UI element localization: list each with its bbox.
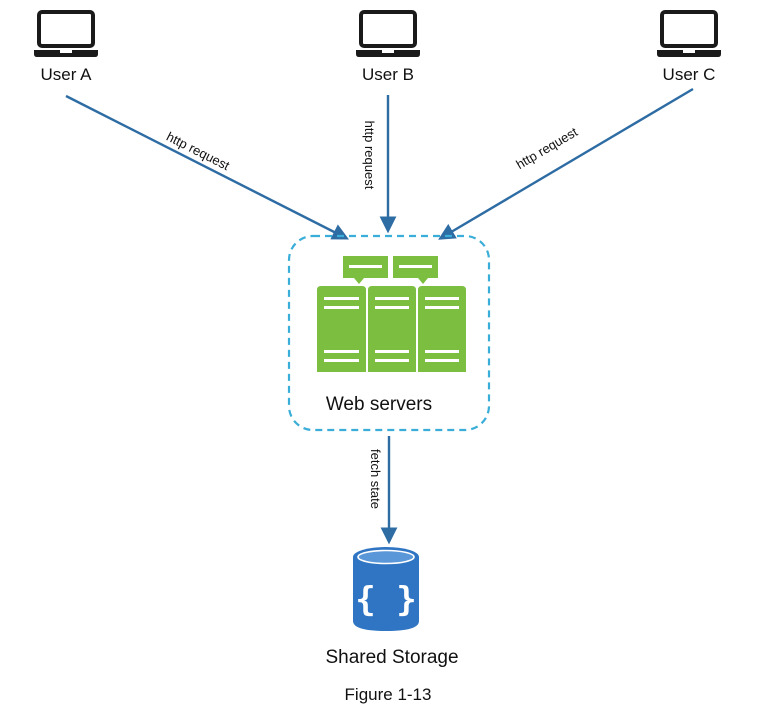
edge-label-http-request-c: http request bbox=[513, 124, 580, 172]
edge-label-fetch-state: fetch state bbox=[368, 449, 383, 509]
laptop-icon bbox=[657, 10, 721, 57]
user-b-node: User B bbox=[356, 10, 420, 84]
user-b-label: User B bbox=[362, 65, 414, 84]
edge-label-http-request-b: http request bbox=[362, 121, 377, 190]
laptop-icon bbox=[34, 10, 98, 57]
svg-text:{ }: { } bbox=[355, 580, 416, 620]
figure-caption: Figure 1-13 bbox=[345, 685, 432, 704]
user-a-label: User A bbox=[40, 65, 92, 84]
edge-web-servers-to-shared-storage: fetch state bbox=[368, 436, 398, 545]
user-a-node: User A bbox=[34, 10, 98, 84]
web-servers-group-border bbox=[287, 234, 491, 432]
shared-storage-label: Shared Storage bbox=[325, 647, 458, 668]
laptop-icon bbox=[356, 10, 420, 57]
edge-user-a-to-web-servers: http request bbox=[65, 94, 349, 240]
database-icon: { } bbox=[353, 547, 419, 631]
web-servers-node: Web servers bbox=[287, 234, 491, 432]
user-c-node: User C bbox=[657, 10, 721, 84]
edge-user-c-to-web-servers: http request bbox=[438, 87, 694, 240]
user-c-label: User C bbox=[663, 65, 716, 84]
shared-storage-node: { } Shared Storage bbox=[325, 547, 459, 668]
web-servers-label: Web servers bbox=[326, 394, 432, 415]
edge-user-b-to-web-servers: http request bbox=[362, 95, 397, 234]
server-rack-icon bbox=[317, 256, 466, 372]
